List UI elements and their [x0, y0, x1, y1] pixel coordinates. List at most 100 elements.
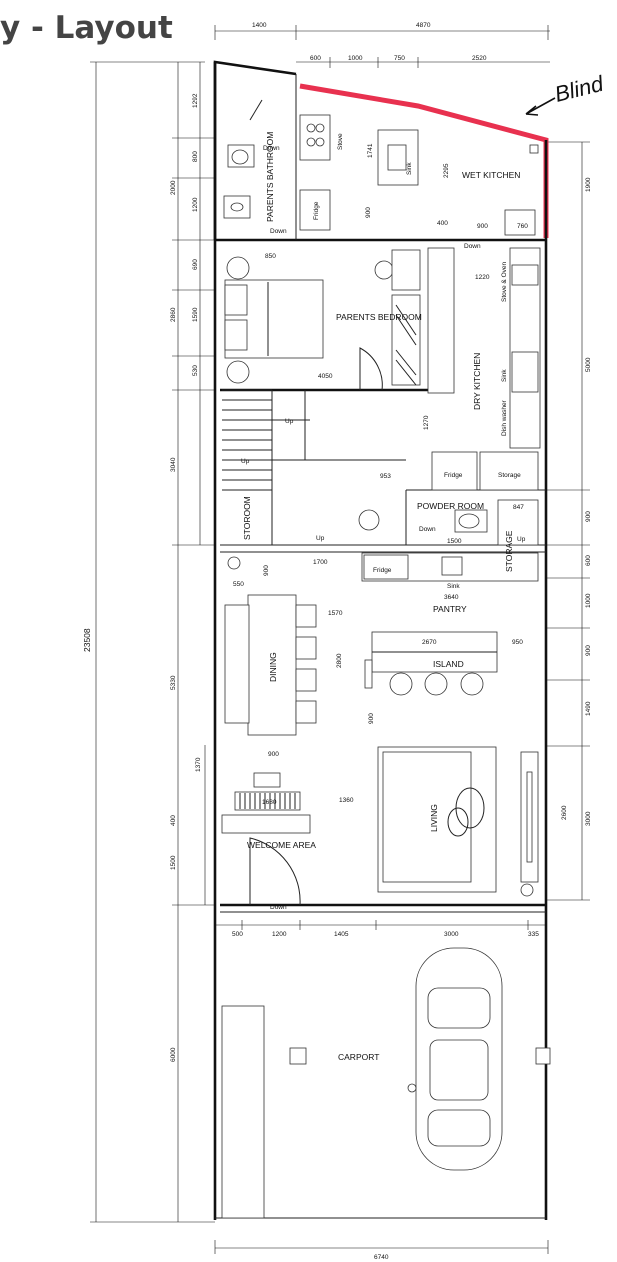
dim-label: 953 [380, 473, 391, 480]
dim-label: 6740 [374, 1254, 389, 1261]
dim-label: 900 [585, 645, 592, 656]
dim-label: 1900 [585, 177, 592, 192]
marker-up-hall: Up [316, 535, 325, 542]
dim-label: 400 [437, 220, 448, 227]
dim-label: 950 [512, 639, 523, 646]
powder-room-fixtures [222, 389, 539, 546]
pantry-fixtures [227, 552, 539, 582]
label-fridge-wet: Fridge [313, 201, 320, 220]
dry-kitchen-fixtures [427, 247, 541, 491]
dim-label: 3640 [444, 594, 459, 601]
marker-down-bath: Down [263, 145, 280, 152]
marker-up-storage: Up [517, 536, 526, 543]
dim-label: 900 [368, 713, 375, 724]
page-title: y - Layout [0, 10, 173, 46]
dim-label: 2860 [170, 307, 177, 322]
dim-label: 1200 [272, 931, 287, 938]
fixture-labels: Stove Sink Fridge Stove & Oven Sink Dish… [313, 133, 521, 590]
dim-label: 1400 [252, 22, 267, 29]
dim-label: 2000 [170, 180, 177, 195]
dim-label-total: 23508 [82, 628, 92, 652]
welcome-furniture [221, 772, 311, 906]
room-label-parents-bathroom: PARENTS BATHROOM [265, 132, 275, 222]
car [407, 947, 503, 1171]
living-furniture [377, 746, 539, 897]
dim-label: 900 [263, 565, 270, 576]
room-label-dry-kitchen: DRY KITCHEN [472, 353, 482, 410]
marker-down-kitchen: Down [464, 243, 481, 250]
room-labels: WET KITCHEN PARENTS BATHROOM PARENTS BED… [242, 132, 520, 1062]
dim-label: 1360 [339, 797, 354, 804]
dimension-labels: 1400 4870 600 1000 750 2520 1292 800 200… [82, 22, 592, 1261]
label-fridge-pantry: Fridge [373, 567, 392, 574]
dim-label: 900 [585, 511, 592, 522]
dim-label: 1000 [348, 55, 363, 62]
marker-up-stair1: Up [285, 418, 294, 425]
room-label-parents-bedroom: PARENTS BEDROOM [336, 312, 422, 322]
label-sink-wet: Sink [406, 162, 413, 175]
dim-label: 1741 [367, 143, 374, 158]
label-fridge-dry: Fridge [444, 472, 463, 479]
dim-label: 600 [310, 55, 321, 62]
room-label-wet-kitchen: WET KITCHEN [462, 170, 520, 180]
island-counter [364, 631, 498, 696]
dim-label: 400 [170, 815, 177, 826]
walls [213, 60, 548, 1220]
dim-label: 1500 [447, 538, 462, 545]
marker-down-powder: Down [419, 526, 436, 533]
room-label-island: ISLAND [433, 659, 464, 669]
dim-label: 1500 [170, 855, 177, 870]
stair-markers: Down Down Down Up Up Down Up Up Down [241, 145, 526, 911]
dim-label: 900 [477, 223, 488, 230]
label-storage-dry: Storage [498, 472, 521, 479]
label-dish-washer: Dish washer [501, 399, 508, 436]
dim-label: 3000 [585, 811, 592, 826]
dim-label: 850 [265, 253, 276, 260]
dim-label: 750 [394, 55, 405, 62]
dim-label: 2670 [422, 639, 437, 646]
label-sink-dry: Sink [501, 369, 508, 382]
dim-label: 2800 [336, 653, 343, 668]
carport-markers [221, 1005, 551, 1219]
dim-label: 1590 [192, 307, 199, 322]
dim-label: 900 [268, 751, 279, 758]
marker-down-bath2: Down [270, 228, 287, 235]
label-stove: Stove [337, 133, 344, 150]
dim-label: 1000 [585, 593, 592, 608]
blind-annotation: Blind [552, 71, 606, 107]
dim-label: 1220 [475, 274, 490, 281]
room-label-pantry: PANTRY [433, 604, 467, 614]
room-label-living: LIVING [429, 804, 439, 832]
room-label-powder-room: POWDER ROOM [417, 501, 484, 511]
dim-label: 5330 [170, 675, 177, 690]
dim-label: 690 [192, 259, 199, 270]
dim-label: 5000 [585, 357, 592, 372]
dim-label: 3040 [170, 457, 177, 472]
dining-furniture [224, 594, 317, 736]
blind-arrow [525, 97, 556, 116]
dim-label: 4050 [318, 373, 333, 380]
dim-label: 1200 [192, 197, 199, 212]
dim-label: 1680 [262, 799, 277, 806]
wet-kitchen-fixtures [299, 114, 539, 236]
room-label-welcome-area: WELCOME AREA [247, 840, 316, 850]
dim-label: 6000 [170, 1047, 177, 1062]
dim-label: 1490 [585, 701, 592, 716]
label-stove-oven: Stove & Oven [501, 262, 508, 302]
dim-label: 1570 [328, 610, 343, 617]
label-sink-pantry: Sink [447, 583, 460, 590]
dim-label: 500 [232, 931, 243, 938]
room-label-storage-small: STORAGE [504, 530, 514, 572]
dim-label: 847 [513, 504, 524, 511]
dim-label: 1405 [334, 931, 349, 938]
dim-label: 2295 [443, 163, 450, 178]
dim-label: 1700 [313, 559, 328, 566]
dim-label: 3000 [444, 931, 459, 938]
dim-label: 2600 [561, 805, 568, 820]
dim-label: 600 [585, 555, 592, 566]
dim-label: 550 [233, 581, 244, 588]
dim-label: 4870 [416, 22, 431, 29]
room-label-carport: CARPORT [338, 1052, 379, 1062]
dimension-lines [90, 25, 590, 1254]
dim-label: 335 [528, 931, 539, 938]
